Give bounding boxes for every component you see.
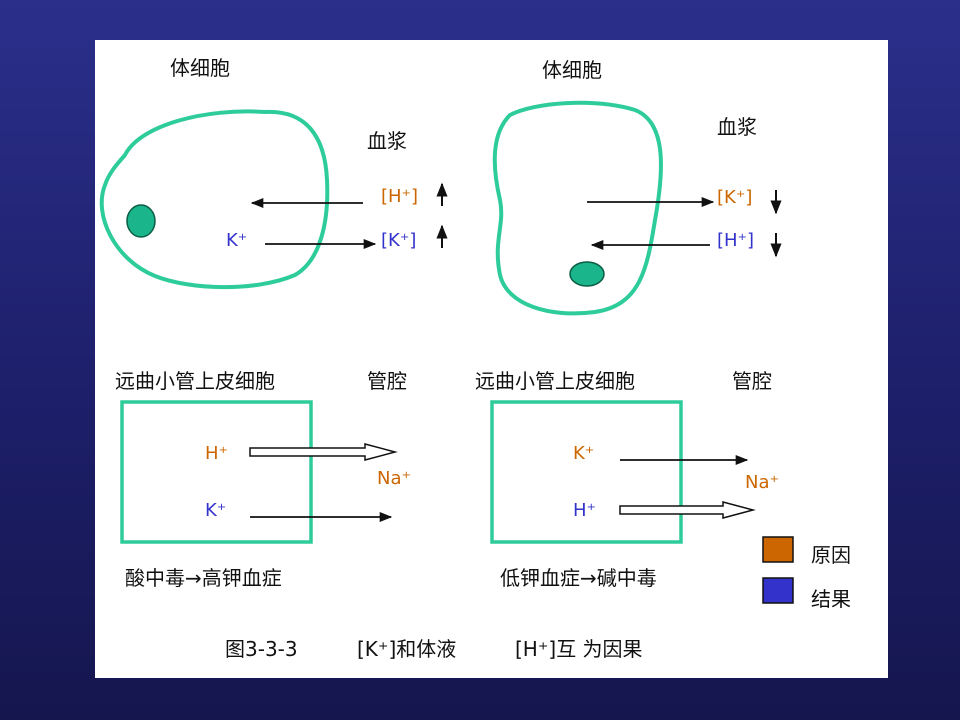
bottom-right-h-ion: H⁺ [573,500,596,521]
legend-result-swatch [762,577,794,604]
top-left-plasma-label: 血浆 [367,129,407,153]
bottom-left-caption: 酸中毒→高钾血症 [125,566,282,590]
top-left-cell-title: 体细胞 [170,56,230,80]
bottom-left-lumen-label: 管腔 [367,369,407,393]
figure-caption-part1: [K⁺]和体液 [357,637,456,661]
bottom-left-h-ion: H⁺ [205,443,228,464]
top-right-k-ion: [K⁺] [717,187,752,208]
top-left-k-ion: [K⁺] [381,230,416,251]
top-right-plasma-label: 血浆 [717,115,757,139]
top-right-body-cell [492,100,663,316]
top-left-nucleus [126,204,156,238]
bottom-right-h-secretion-arrow [619,501,756,519]
bottom-left-na-ion: Na⁺ [377,468,411,489]
diagram-slide: 体细胞 血浆 [H⁺] K⁺ [K⁺] 体细胞 血浆 [K⁺] [H⁺] 远曲小… [95,40,888,678]
bottom-right-k-ion: K⁺ [573,443,594,464]
bottom-left-k-ion: K⁺ [205,500,226,521]
bottom-right-na-ion: Na⁺ [745,472,779,493]
top-left-h-ion: [H⁺] [381,186,418,207]
bottom-left-tubule-cell [120,400,313,544]
bottom-right-cell-label: 远曲小管上皮细胞 [475,369,635,393]
top-right-nucleus [569,261,605,287]
legend-cause-label: 原因 [811,543,851,567]
figure-number: 图3-3-3 [225,637,298,661]
bottom-right-lumen-label: 管腔 [732,369,772,393]
bottom-left-cell-label: 远曲小管上皮细胞 [115,369,275,393]
top-left-body-cell [99,109,330,290]
legend-result-label: 结果 [811,587,851,611]
top-right-h-ion: [H⁺] [717,230,754,251]
legend-cause-swatch [762,536,794,563]
figure-caption-part2: [H⁺]互 为因果 [515,637,643,661]
top-right-cell-title: 体细胞 [542,58,602,82]
top-left-k-inside: K⁺ [226,230,247,251]
bottom-right-tubule-cell [490,400,683,544]
diagram-canvas: 体细胞 血浆 [H⁺] K⁺ [K⁺] 体细胞 血浆 [K⁺] [H⁺] 远曲小… [99,56,851,661]
bottom-left-h-secretion-arrow [249,443,398,461]
bottom-right-caption: 低钾血症→碱中毒 [500,566,657,590]
